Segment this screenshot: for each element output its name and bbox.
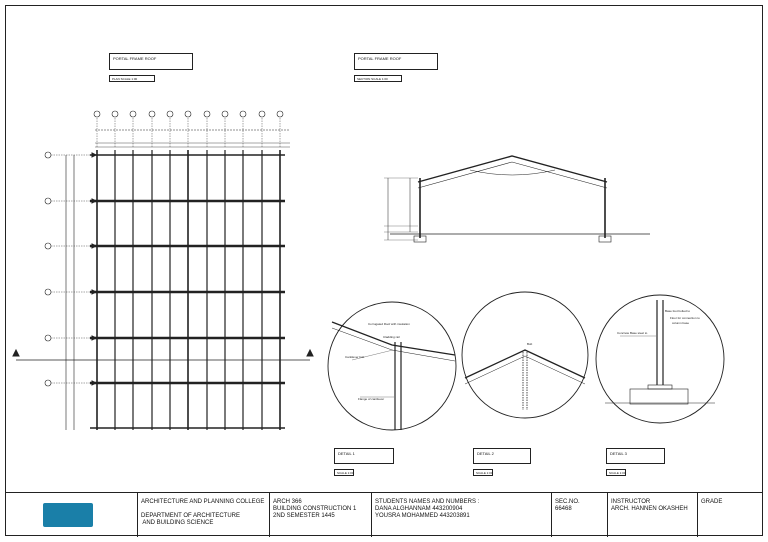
plan-arrow (91, 152, 98, 158)
grid-bubble-icon (44, 334, 52, 342)
drawing-sheet-border (5, 5, 763, 536)
grid-bubble-icon (44, 151, 52, 159)
college-cell: ARCHITECTURE AND PLANNING COLLEGE DEPART… (137, 493, 269, 537)
grid-bubble-icon (184, 110, 192, 118)
course-line3: 2ND SEMESTER 1445 (273, 513, 335, 519)
instructor-heading: INSTRUCTOR (611, 499, 651, 505)
students-heading: STUDENTS NAMES AND NUMBERS : (375, 499, 480, 505)
grid-bubble-icon (44, 197, 52, 205)
college-line2: DEPARTMENT OF ARCHITECTURE (141, 513, 241, 519)
plan-title: PORTAL FRAME ROOF (113, 56, 157, 61)
grid-bubble-icon (111, 110, 119, 118)
detail-2-drawing (461, 291, 589, 419)
grid-bubble-icon (129, 110, 137, 118)
grid-bubble-icon (44, 288, 52, 296)
plan-arrow (91, 380, 98, 386)
section-number-cell: SEC.NO. 66468 (551, 493, 607, 537)
detail2-note-1: Bolt (527, 342, 532, 346)
detail3-scale: SCALE 1:00 (606, 469, 626, 476)
plan-arrow (91, 198, 98, 204)
students-cell: STUDENTS NAMES AND NUMBERS : DANA ALGHAN… (371, 493, 551, 537)
section-drawing (384, 155, 650, 243)
instructor-value: ARCH. HANNEN OKASHEH (611, 506, 688, 512)
detail1-scale: SCALE 1:00 (334, 469, 354, 476)
detail1-note-4: Flange of cantilever (358, 397, 384, 401)
plan-scale: PLAN SCALE 1:00 (109, 75, 155, 82)
detail3-note-2: Base foot bolted to (665, 309, 690, 313)
grid-bubble-icon (239, 110, 247, 118)
detail3-title: DETAIL 3 (610, 451, 627, 456)
course-line2: BUILDING CONSTRUCTION 1 (273, 506, 357, 512)
grid-bubble-icon (44, 379, 52, 387)
section-title-box: PORTAL FRAME ROOF (354, 53, 438, 70)
plan-drawing (12, 110, 314, 430)
grade-heading: GRADE (701, 499, 723, 505)
section-title: PORTAL FRAME ROOF (358, 56, 402, 61)
instructor-cell: INSTRUCTOR ARCH. HANNEN OKASHEH (607, 493, 697, 537)
grid-bubble-icon (148, 110, 156, 118)
grid-bubble-icon (221, 110, 229, 118)
detail3-note-4: column base (672, 321, 689, 325)
detail1-note-3: Cantilever bolt (345, 355, 364, 359)
grid-bubble-icon (93, 110, 101, 118)
student-2: YOUSRA MOHAMMED 443203891 (375, 513, 470, 519)
detail1-note-2: Cladding rail (383, 335, 400, 339)
detail3-note-3: Floor for connection to (670, 316, 700, 320)
title-block: ARCHITECTURE AND PLANNING COLLEGE DEPART… (5, 492, 763, 537)
detail2-title-box: DETAIL 2 (473, 448, 531, 464)
student-1: DANA ALGHANNAM 443200904 (375, 506, 463, 512)
plan-title-box: PORTAL FRAME ROOF (109, 53, 193, 70)
detail3-note-1: Concrete Base steel to (617, 331, 648, 335)
detail2-title: DETAIL 2 (477, 451, 494, 456)
section-scale: SECTION SCALE 1:00 (354, 75, 402, 82)
university-logo (43, 503, 93, 527)
course-cell: ARCH 366 BUILDING CONSTRUCTION 1 2ND SEM… (269, 493, 371, 537)
college-line1: ARCHITECTURE AND PLANNING COLLEGE (141, 499, 265, 505)
plan-arrow (91, 243, 98, 249)
sec-value: 66468 (555, 506, 572, 512)
plan-arrow (91, 289, 98, 295)
detail3-title-box: DETAIL 3 (606, 448, 665, 464)
detail-1-drawing (327, 301, 457, 431)
grid-bubble-icon (276, 110, 284, 118)
plan-arrow (91, 335, 98, 341)
course-line1: ARCH 366 (273, 499, 302, 505)
grid-bubble-icon (258, 110, 266, 118)
detail1-note-1: Corrugated Roof with insulation (368, 322, 410, 326)
grade-cell: GRADE (697, 493, 763, 537)
grid-bubble-icon (44, 242, 52, 250)
grid-bubble-icon (166, 110, 174, 118)
sec-heading: SEC.NO. (555, 499, 580, 505)
college-line3: AND BUILDING SCIENCE (141, 520, 214, 526)
detail1-title: DETAIL 1 (338, 451, 355, 456)
detail2-scale: SCALE 1:00 (473, 469, 493, 476)
grid-bubble-icon (203, 110, 211, 118)
detail1-title-box: DETAIL 1 (334, 448, 394, 464)
detail-3-drawing (595, 294, 725, 424)
